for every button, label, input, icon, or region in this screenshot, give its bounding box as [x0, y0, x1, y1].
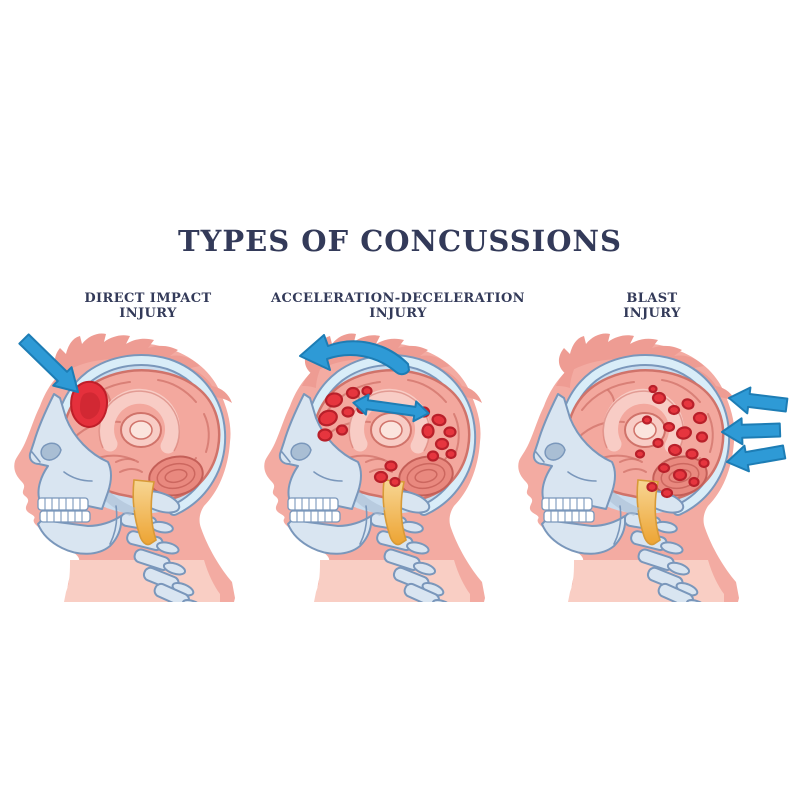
head-illustration-blast: [512, 330, 789, 602]
head-profile: [264, 333, 485, 602]
panel-label-line: INJURY: [623, 306, 681, 321]
panel-blast: BLAST INJURY: [512, 291, 792, 602]
rotation-arrow-icon: [299, 334, 410, 376]
panel-direct-impact: DIRECT IMPACT INJURY: [8, 291, 288, 602]
panel-label-line: INJURY: [119, 306, 177, 321]
blast-arrow-icon: [728, 386, 789, 415]
panel-label-line: DIRECT IMPACT: [84, 291, 212, 306]
back-and-forth-arrow-icon: [352, 393, 430, 423]
panel-label: BLAST INJURY: [512, 291, 792, 326]
panel-label: ACCELERATION-DECELERATION INJURY: [258, 291, 538, 326]
panel-label-line: BLAST: [626, 291, 678, 306]
head-profile: [14, 333, 235, 602]
impact-arrow-icon: [18, 333, 79, 393]
page-title: TYPES OF CONCUSSIONS: [178, 224, 622, 258]
blast-arrow-icon: [721, 417, 782, 446]
contusion-spot: [70, 380, 108, 428]
hemorrhage-spots-brainstem: [373, 460, 401, 488]
head-illustration-acceleration-deceleration: [258, 330, 538, 602]
panel-acceleration-deceleration: ACCELERATION-DECELERATION INJURY: [258, 291, 538, 602]
panel-label-line: INJURY: [369, 306, 427, 321]
panel-label: DIRECT IMPACT INJURY: [8, 291, 288, 326]
panel-label-line: ACCELERATION-DECELERATION: [271, 291, 525, 306]
blast-arrow-icon: [726, 444, 787, 473]
hemorrhage-spots-posterior: [634, 384, 710, 499]
head-illustration-direct-impact: [8, 330, 288, 602]
